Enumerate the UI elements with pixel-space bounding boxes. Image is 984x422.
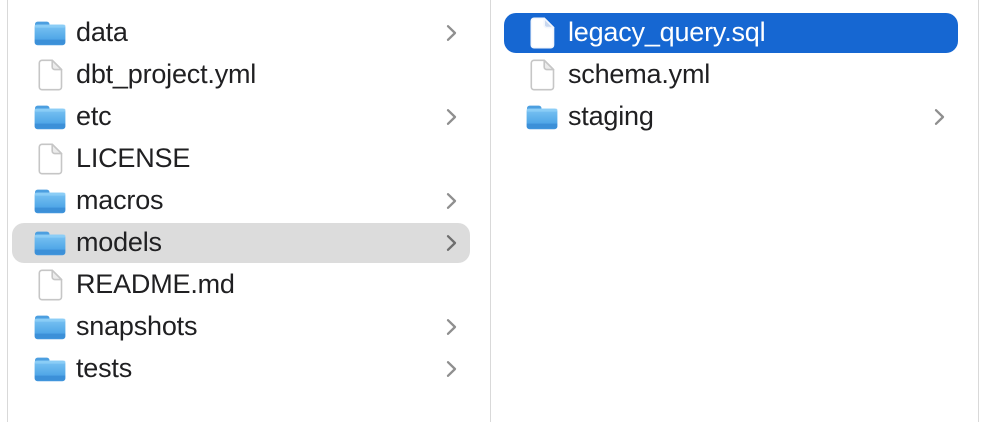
file-label: snapshots <box>76 312 198 341</box>
file-label: schema.yml <box>568 60 711 89</box>
file-row[interactable]: tests <box>12 349 470 389</box>
parent-folder-column: data dbt_project.yml <box>7 0 490 422</box>
column-resize-divider[interactable] <box>7 0 8 422</box>
file-row[interactable]: macros <box>12 181 470 221</box>
file-label: etc <box>76 102 112 131</box>
folder-icon <box>33 310 67 344</box>
file-label: README.md <box>76 270 235 299</box>
file-icon <box>33 58 67 92</box>
file-row[interactable]: models <box>12 223 470 263</box>
file-row[interactable]: data <box>12 13 470 53</box>
folder-icon <box>33 226 67 260</box>
file-row[interactable]: README.md <box>12 265 470 305</box>
folder-icon <box>525 100 559 134</box>
file-label: macros <box>76 186 164 215</box>
file-row[interactable]: dbt_project.yml <box>12 55 470 95</box>
chevron-right-icon <box>445 233 458 253</box>
file-row[interactable]: staging <box>504 97 958 137</box>
folder-icon <box>33 16 67 50</box>
column-resize-divider[interactable] <box>490 0 491 422</box>
folder-icon <box>33 352 67 386</box>
file-label: tests <box>76 354 133 383</box>
file-row[interactable]: legacy_query.sql <box>504 13 958 53</box>
file-row[interactable]: LICENSE <box>12 139 470 179</box>
column-resize-divider[interactable] <box>978 0 979 422</box>
file-label: staging <box>568 102 654 131</box>
file-row[interactable]: snapshots <box>12 307 470 347</box>
file-row[interactable]: schema.yml <box>504 55 958 95</box>
chevron-right-icon <box>445 107 458 127</box>
chevron-right-icon <box>445 23 458 43</box>
file-label: legacy_query.sql <box>568 18 766 47</box>
folder-icon <box>33 184 67 218</box>
file-label: dbt_project.yml <box>76 60 257 89</box>
folder-icon <box>33 100 67 134</box>
file-icon <box>33 268 67 302</box>
file-row[interactable]: etc <box>12 97 470 137</box>
models-folder-column: legacy_query.sql schema.yml <box>490 0 978 422</box>
file-icon <box>525 16 559 50</box>
file-icon <box>525 58 559 92</box>
chevron-right-icon <box>445 191 458 211</box>
file-icon <box>33 142 67 176</box>
file-label: models <box>76 228 162 257</box>
chevron-right-icon <box>445 317 458 337</box>
file-label: data <box>76 18 128 47</box>
file-label: LICENSE <box>76 144 191 173</box>
chevron-right-icon <box>933 107 946 127</box>
chevron-right-icon <box>445 359 458 379</box>
